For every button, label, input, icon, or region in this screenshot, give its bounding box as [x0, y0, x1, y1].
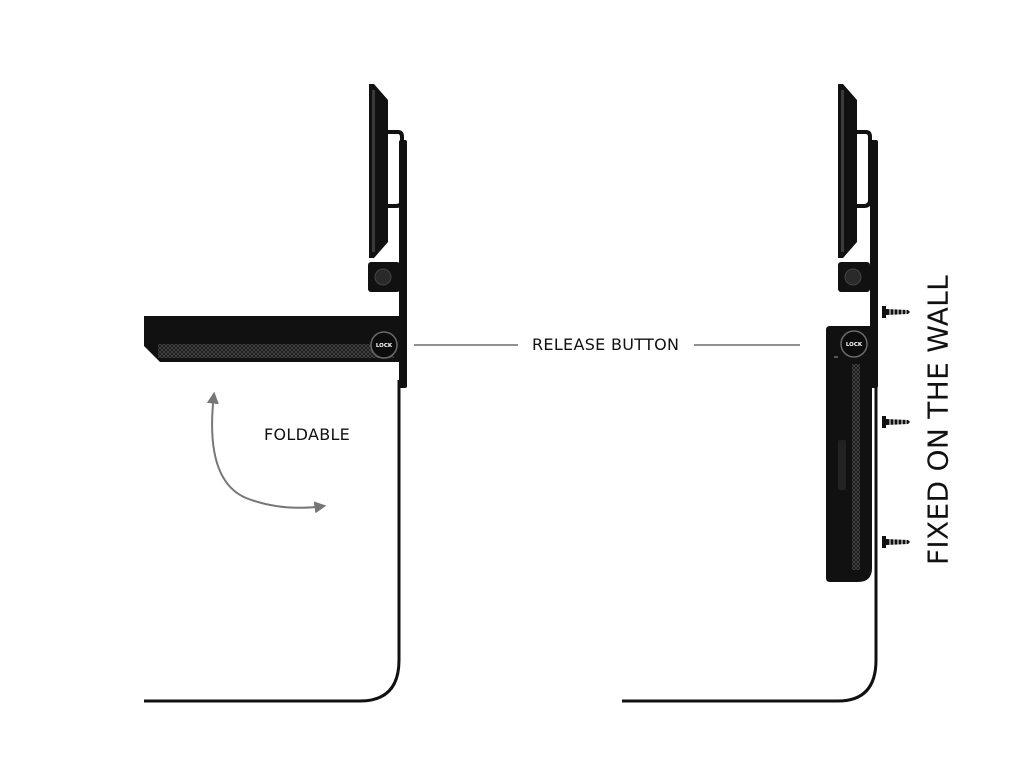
- svg-text:LOCK: LOCK: [376, 343, 393, 349]
- right-tablet-edge: [841, 90, 844, 252]
- left-lock-button-icon[interactable]: LOCK: [370, 331, 398, 359]
- right-folded-mesh: [852, 364, 860, 570]
- left-tablet: [369, 84, 388, 258]
- right-folded-mark: [834, 356, 838, 358]
- right-tablet: [838, 84, 857, 258]
- left-tablet-edge: [372, 90, 375, 252]
- screw-icon: [882, 416, 910, 428]
- right-floor-base: [622, 380, 878, 703]
- foldable-label: FOLDABLE: [264, 425, 351, 444]
- screw-icon: [882, 536, 910, 548]
- right-knob: [844, 268, 862, 286]
- right-lock-button-icon[interactable]: LOCK: [840, 330, 868, 358]
- left-knob: [374, 268, 392, 286]
- right-folded-slot: [838, 440, 846, 490]
- right-folded-shelf: [826, 326, 872, 582]
- left-floor-base: [144, 380, 401, 703]
- svg-text:LOCK: LOCK: [846, 342, 863, 348]
- left-shelf-mesh: [158, 344, 394, 358]
- curved-arrow-icon: [206, 391, 327, 514]
- left-stand-unfolded: LOCK: [144, 84, 407, 703]
- right-hook-clip: [857, 130, 872, 208]
- right-stand-folded: LOCK: [622, 84, 878, 703]
- fixed-on-wall-label: FIXED ON THE WALL: [921, 275, 955, 565]
- release-button-label: RELEASE BUTTON: [532, 335, 680, 354]
- screw-icon: [882, 306, 910, 318]
